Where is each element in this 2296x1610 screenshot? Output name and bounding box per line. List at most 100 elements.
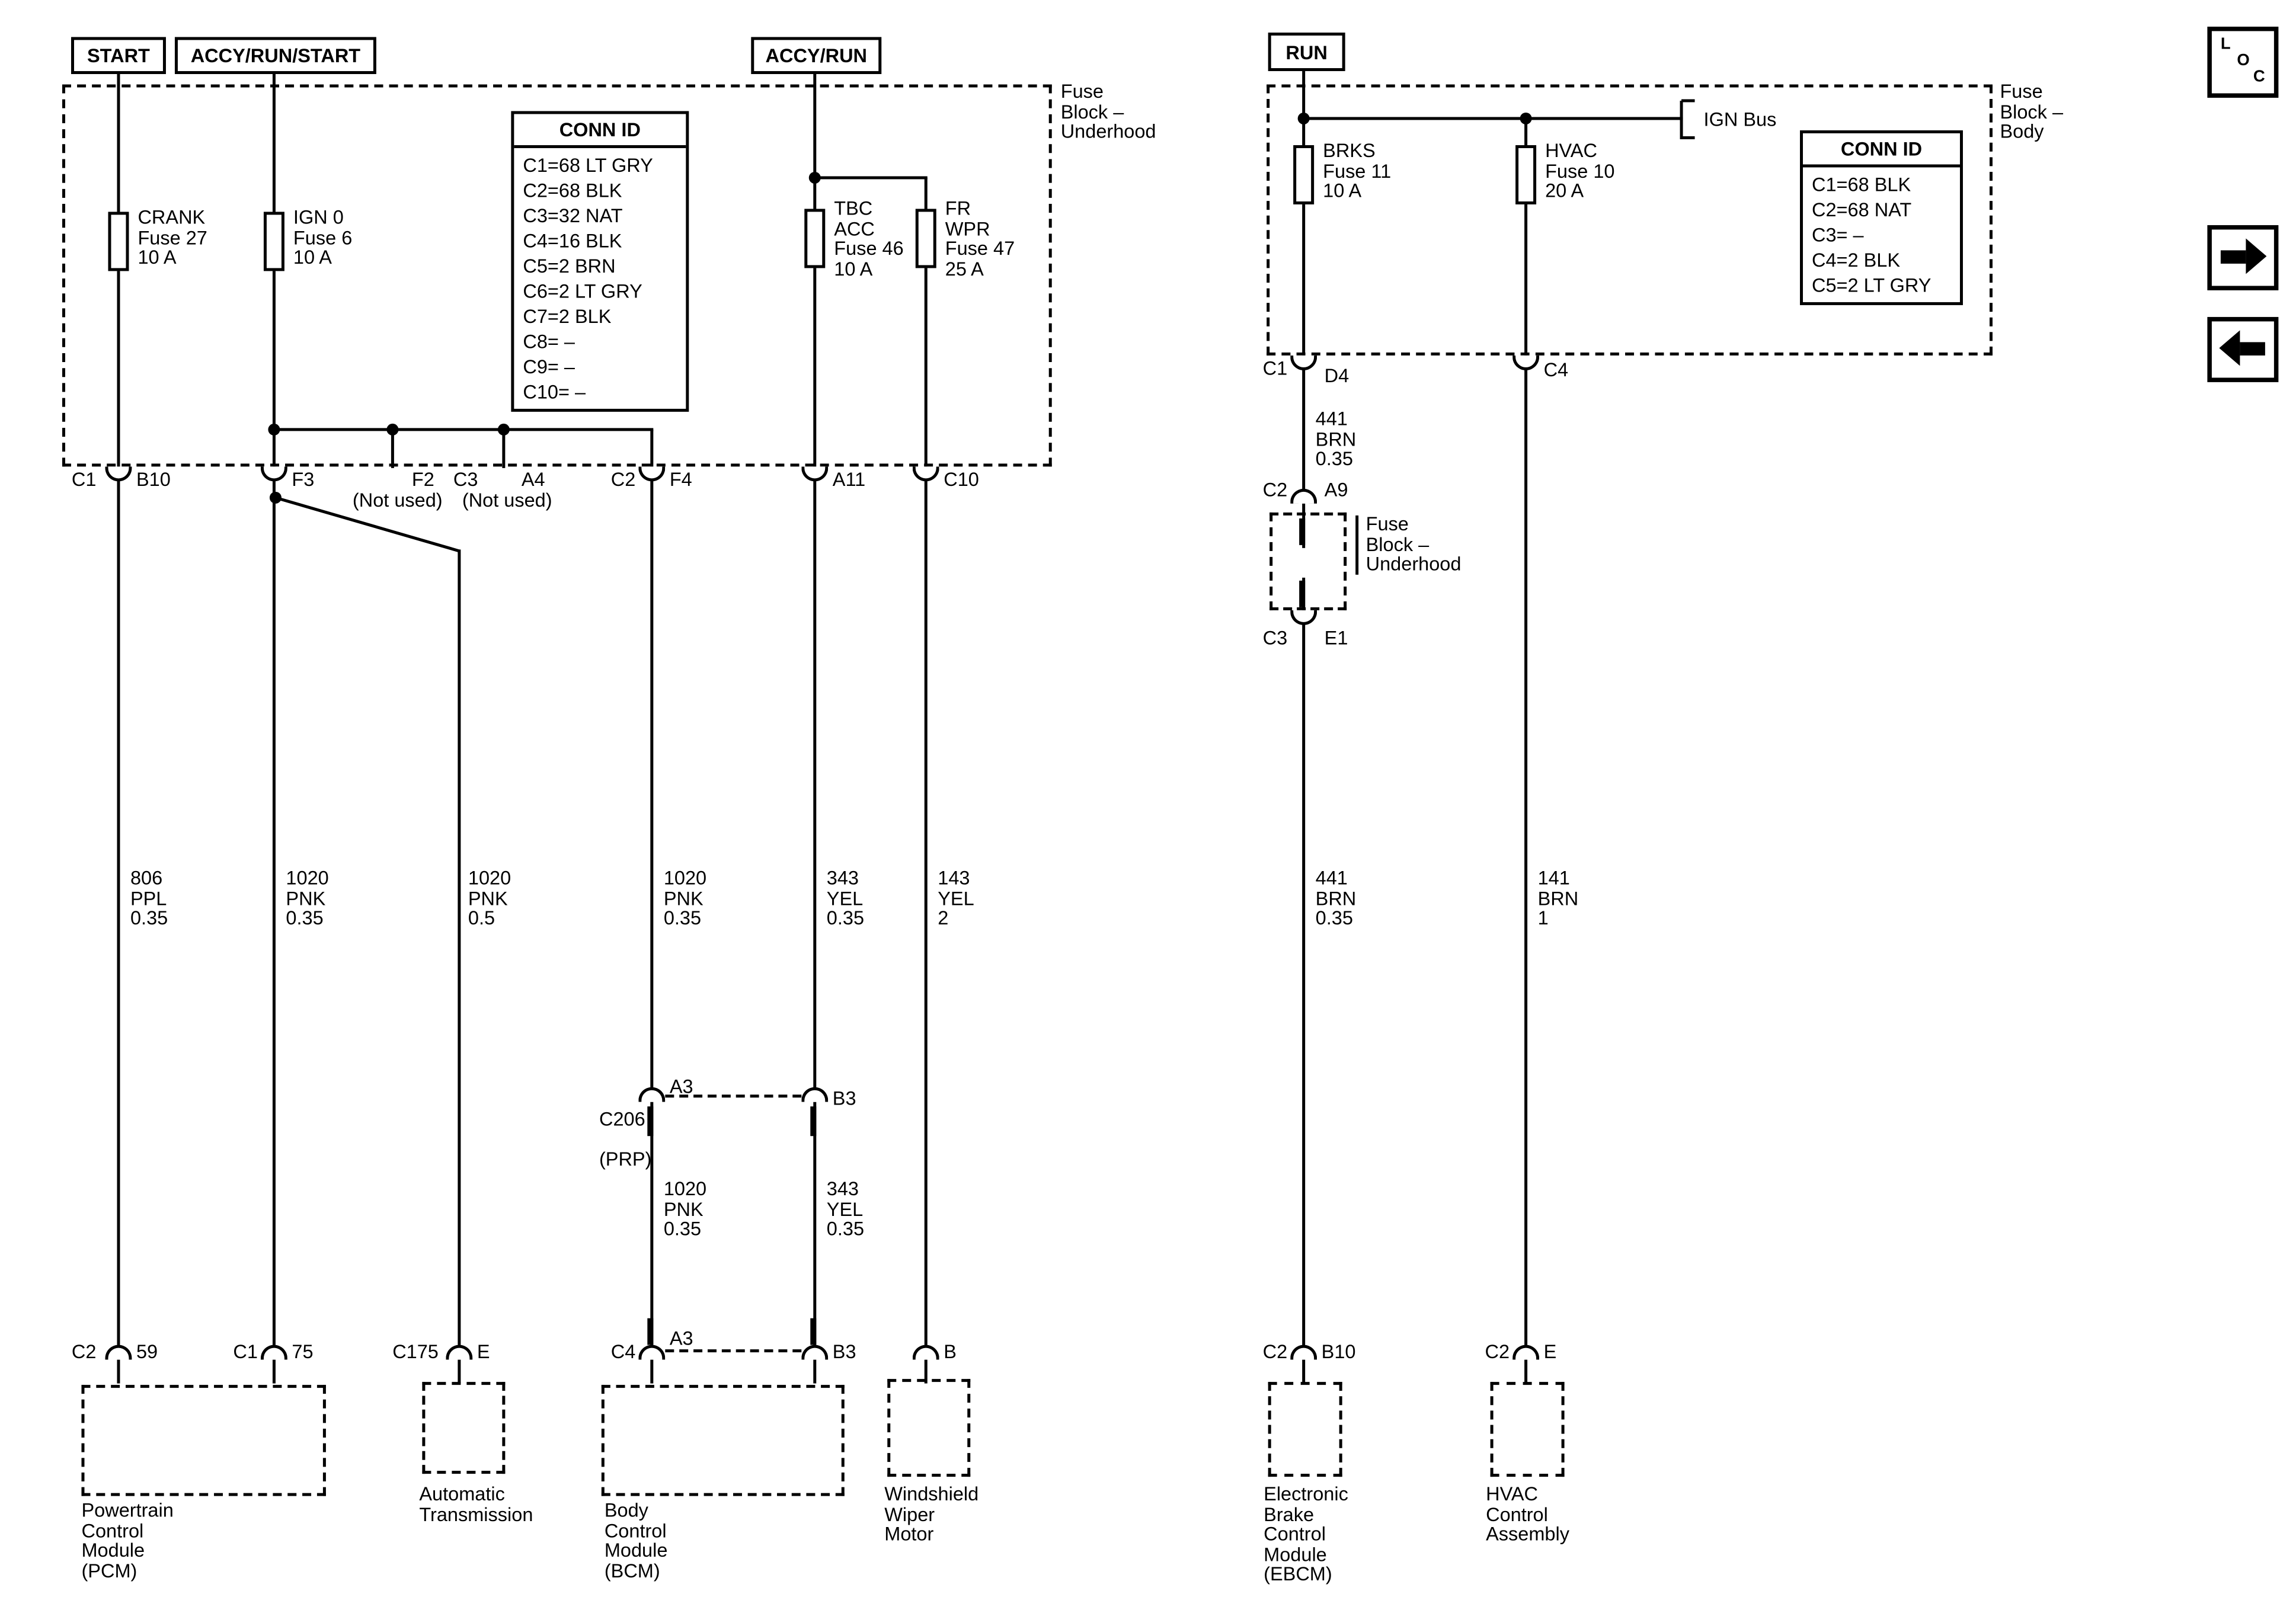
connector-c1-d4 — [1290, 355, 1318, 370]
connector-c206-a3 — [638, 1087, 666, 1102]
component-box-ebcm — [1268, 1382, 1342, 1477]
pin-body-c4: C4 — [1543, 358, 1569, 381]
wire-label-1020-pnk-a: 1020 PNK 0.35 — [286, 866, 329, 929]
nav-back-button[interactable] — [2207, 316, 2279, 382]
power-mode-accy-run-start: ACCY/RUN/START — [174, 37, 376, 74]
junction-dot — [386, 423, 399, 436]
inline-connector-bcm-line — [665, 1349, 802, 1353]
wire-accyrun-to-bcm — [813, 73, 817, 1384]
branch-wpr-feed — [813, 176, 928, 180]
fuse-crank — [108, 212, 129, 271]
wire-pnk-to-transmission — [458, 549, 461, 1384]
connector-c3-e1 — [1290, 610, 1318, 625]
connector-bcm-c4-a3 — [638, 1345, 666, 1360]
junction-dot — [269, 491, 282, 504]
fuse-brks — [1293, 145, 1315, 204]
wire-label-441-brn-b: 441 BRN 0.35 — [1315, 866, 1357, 929]
power-mode-accy-run: ACCY/RUN — [751, 37, 882, 74]
fuse-fr-wpr — [915, 209, 936, 268]
pin-pcm-c2: C2 — [71, 1340, 97, 1363]
pin-a11: A11 — [832, 468, 866, 491]
junction-dot — [497, 423, 510, 436]
power-mode-run: RUN — [1268, 32, 1345, 71]
pin-bcm-c4: C4 — [610, 1340, 636, 1363]
wire-label-343-yel-b: 343 YEL 0.35 — [826, 1177, 865, 1240]
junction-dot — [808, 171, 821, 184]
wire-label-1020-pnk-05: 1020 PNK 0.5 — [468, 866, 511, 929]
connector-pcm-c1-75 — [260, 1345, 287, 1360]
conn-id-table-body: CONN ID C1=68 BLK C2=68 NAT C3= – C4=2 B… — [1800, 130, 1963, 305]
pin-f4: F4 — [669, 468, 692, 491]
wire-label-441-brn-a: 441 BRN 0.35 — [1315, 407, 1357, 470]
pin-c3: C3 — [453, 468, 478, 491]
pass-label-bracket — [1355, 515, 1359, 575]
loc-letter-c: C — [2253, 68, 2265, 86]
pin-bcm-b3: B3 — [832, 1340, 856, 1363]
pin-c206-b3: B3 — [832, 1087, 856, 1110]
fuse-tbc-acc — [804, 209, 826, 268]
pin-pcm-59: 59 — [136, 1340, 158, 1363]
connector-c175-e — [446, 1345, 473, 1360]
pin-pass-e1: E1 — [1324, 626, 1348, 649]
wire-label-143-yel: 143 YEL 2 — [938, 866, 974, 929]
connector-f3 — [260, 466, 287, 482]
component-box-bcm — [601, 1385, 845, 1496]
wire-label-1020-pnk-c: 1020 PNK 0.35 — [663, 1177, 707, 1240]
connector-c2-a9 — [1290, 488, 1318, 504]
junction-dot — [1297, 112, 1310, 124]
wire-label-806-ppl: 806 PPL 0.35 — [130, 866, 168, 929]
connector-c2-f4 — [638, 466, 666, 482]
pin-a4: A4 — [521, 468, 545, 491]
terminal-tick — [1299, 580, 1306, 607]
pin-body-d4: D4 — [1324, 364, 1350, 387]
connector-ebcm-c2-b10 — [1290, 1345, 1318, 1360]
wire-ign0-to-pcm — [272, 73, 276, 1384]
pin-ebcm-c2: C2 — [1262, 1340, 1288, 1363]
ign-bus-bracket — [1680, 100, 1683, 139]
pin-ebcm-b10: B10 — [1321, 1340, 1356, 1363]
fuse-block-underhood-label: Fuse Block – Underhood — [1060, 79, 1156, 142]
fuse-crank-label: CRANK Fuse 27 10 A — [137, 206, 207, 268]
pin-c206: C206 — [599, 1107, 645, 1129]
component-label-pcm: Powertrain Control Module (PCM) — [81, 1499, 174, 1582]
pin-c1: C1 — [71, 468, 97, 491]
component-label-bcm: Body Control Module (BCM) — [604, 1499, 668, 1582]
wire-start-to-pcm — [117, 73, 120, 1384]
loc-button[interactable]: L O C — [2207, 26, 2279, 98]
wire-break-mask — [1297, 548, 1310, 578]
pin-c175: C175 — [392, 1340, 439, 1363]
component-box-hvac — [1490, 1382, 1565, 1477]
pin-a4-not-used: (Not used) — [462, 488, 552, 511]
conn-id-body-rows: C1=68 BLK C2=68 NAT C3= – C4=2 BLK C5=2 … — [1812, 173, 1932, 296]
junction-dot — [268, 423, 280, 436]
nav-forward-button[interactable] — [2207, 225, 2279, 290]
wire-pnk-to-bcm — [650, 429, 654, 1384]
inline-connector-c206-line — [665, 1094, 802, 1098]
fuse-ign0 — [263, 212, 284, 271]
connector-hvac-c2-e — [1512, 1345, 1540, 1360]
connector-c4-body — [1512, 355, 1540, 370]
connector-c206-label: C206 (PRP) — [578, 1089, 651, 1189]
wire-yel-to-wiper — [924, 177, 928, 1384]
connector-c1-b10 — [105, 466, 132, 482]
component-box-pcm — [81, 1385, 326, 1496]
fuse-ign0-label: IGN 0 Fuse 6 10 A — [293, 206, 353, 268]
pin-c2: C2 — [610, 468, 636, 491]
wire-brn-to-hvac — [1524, 118, 1528, 1384]
forward-arrow-icon — [2220, 250, 2246, 264]
ign-bus-label: IGN Bus — [1703, 108, 1777, 130]
pin-pcm-75: 75 — [292, 1340, 314, 1363]
pin-f2: F2 — [411, 468, 434, 491]
loc-letter-l: L — [2220, 35, 2231, 53]
stub-a4 — [502, 429, 506, 468]
branch-accy-feed — [272, 428, 654, 431]
terminal-tick — [810, 1318, 817, 1345]
pin-prp: (PRP) — [599, 1147, 652, 1170]
pin-pass-a9: A9 — [1324, 478, 1348, 501]
component-label-ebcm: Electronic Brake Control Module (EBCM) — [1264, 1483, 1348, 1585]
ign-bus-bracket-bottom — [1681, 136, 1695, 139]
component-box-wiper-motor — [887, 1379, 971, 1477]
pin-b10: B10 — [136, 468, 171, 491]
fuse-block-pass-label: Fuse Block – Underhood — [1366, 512, 1462, 575]
